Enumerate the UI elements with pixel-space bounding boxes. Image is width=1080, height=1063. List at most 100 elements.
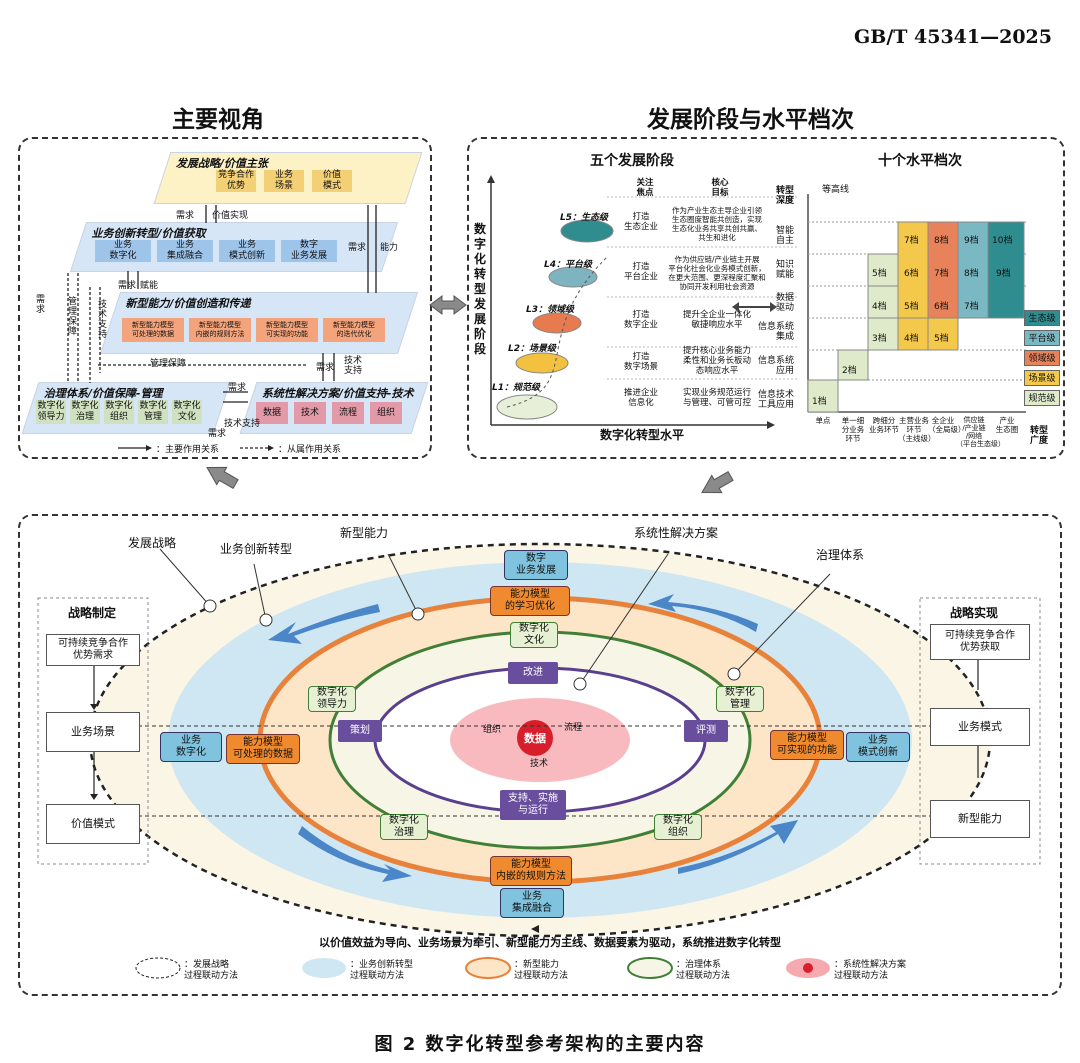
- purple-ring-node: 策划: [338, 720, 382, 742]
- depth-label: 智能 自主: [775, 226, 794, 246]
- depth-label: 知识 赋能: [775, 260, 794, 280]
- flow-label: 管理保障: [68, 297, 78, 337]
- orange-ring-node: 能力模型 可处理的数据: [226, 734, 300, 764]
- breadth-label: 全企业 （全局级）: [928, 416, 966, 434]
- ring-diagram: [37, 542, 1041, 979]
- legend-capability: ：新型能力 过程联动方法: [514, 960, 569, 981]
- flow-label: 需求: [348, 243, 367, 253]
- flow-label: 需求: [36, 295, 46, 315]
- flow-label: 需求: [228, 383, 247, 393]
- core-label: 流程: [564, 723, 583, 733]
- grade-cell: 3档: [872, 334, 887, 344]
- green-ring-node: 数字化 管理: [716, 686, 764, 712]
- depth-label: 信息系统 应用: [757, 356, 794, 376]
- figure-caption: 图 2 数字化转型参考架构的主要内容: [374, 1034, 706, 1055]
- grade-cell: 5档: [934, 334, 949, 344]
- grade-grid: [807, 194, 1026, 413]
- depth-label: 信息系统 集成: [757, 322, 794, 342]
- governance-item: 数字化 领导力: [36, 400, 66, 424]
- flow-label: 管理保障: [150, 359, 187, 369]
- business-item: 业务 数字化: [95, 240, 151, 262]
- flow-label: 能力: [380, 243, 399, 253]
- breadth-label: 单点: [815, 416, 831, 425]
- main-perspective-panel: [18, 137, 432, 459]
- green-ring-node: 数字化 治理: [380, 814, 428, 840]
- purple-ring-node: 改进: [508, 662, 558, 684]
- grade-cell: 7档: [964, 302, 979, 312]
- grade-cell: 1档: [812, 397, 827, 407]
- purple-ring-node: 评测: [684, 720, 728, 742]
- capability-item: 新型能力模型 可实现的功能: [256, 318, 318, 342]
- grade-cell: 5档: [904, 302, 919, 312]
- stage-label: L1：规范级: [492, 383, 540, 393]
- right-box-item: 新型能力: [930, 800, 1030, 838]
- business-item: 业务 集成融合: [157, 240, 213, 262]
- stage-focus: 打造 数字场景: [623, 352, 658, 372]
- flow-label: 价值实现: [212, 211, 249, 221]
- stage-label: L2：场景级: [508, 344, 556, 354]
- flow-label: 需求: [316, 363, 335, 373]
- governance-item: 数字化 组织: [104, 400, 134, 424]
- blue-ring-node: 数字 业务发展: [504, 550, 568, 580]
- strategy-formulation-title: 战略制定: [68, 606, 117, 620]
- contour-label: 等高线: [822, 185, 850, 195]
- grade-cell: 7档: [934, 269, 949, 279]
- orange-ring-node: 能力模型 内嵌的规则方法: [490, 856, 572, 886]
- summary-text: 以价值效益为导向、业务场景为牵引、新型能力为主线、数据要素为驱动，系统推进数字化…: [319, 936, 781, 949]
- flow-label: 赋能: [140, 281, 159, 291]
- left-panel-title: 主要视角: [172, 106, 264, 133]
- green-ring-node: 数字化 领导力: [308, 686, 356, 712]
- stage-chart: [487, 175, 797, 429]
- standard-number: GB/T 45341—2025: [854, 26, 1052, 48]
- legend-strategy: ：发展战略 过程联动方法: [184, 960, 239, 981]
- grade-cell: 9档: [996, 269, 1011, 279]
- left-panel-arrows: [67, 205, 377, 451]
- breadth-label: 单一细 分业务 环节: [841, 416, 865, 443]
- grade-cell: 6档: [904, 269, 919, 279]
- stage-focus: 打造 数字企业: [623, 310, 658, 330]
- stage-goal: 提升全企业一体化 敏捷响应水平: [682, 310, 751, 330]
- grade-cell: 6档: [934, 302, 949, 312]
- grade-x-axis: 转型 广度: [1030, 426, 1049, 446]
- governance-item: 数字化 文化: [172, 400, 202, 424]
- legend-standard: 规范级: [1024, 390, 1060, 406]
- architecture-panel: [18, 514, 1062, 996]
- depth-label: 信息技术 工具应用: [757, 390, 794, 410]
- right-box-item: 可持续竞争合作 优势获取: [930, 624, 1030, 660]
- depth-label: 数据 驱动: [775, 293, 794, 313]
- core-data: 数据: [524, 732, 546, 745]
- capability-item: 新型能力模型 的迭代优化: [323, 318, 385, 342]
- stage-grade-panel: [467, 137, 1065, 459]
- grade-cell: 9档: [964, 236, 979, 246]
- breadth-label: 产业 生态圈: [995, 416, 1019, 434]
- ten-grades-title: 十个水平档次: [878, 153, 962, 169]
- governance-item: 数字化 治理: [70, 400, 100, 424]
- legend-governance: ：治理体系 过程联动方法: [676, 960, 731, 981]
- grade-cell: 8档: [934, 236, 949, 246]
- grade-cell: 4档: [904, 334, 919, 344]
- callout-governance: 治理体系: [816, 548, 865, 562]
- solution-item: 数据: [256, 402, 288, 424]
- stage-goal: 作为产业生态主导企业引领 生态圈度智能共创造，实现 生态化业务共享共创共赢、 共…: [672, 206, 762, 242]
- grade-cell: 2档: [842, 366, 857, 376]
- breadth-label: 跨细分 业务环节: [869, 416, 899, 434]
- grade-y-axis: 转型 深度: [776, 186, 795, 206]
- legend-ecosystem: 生态级: [1024, 310, 1060, 326]
- legend-platform: 平台级: [1024, 330, 1060, 346]
- stage-focus: 推进企业 信息化: [623, 388, 658, 408]
- breadth-label: 供应链 /产业链 /网络 （平台生态级）: [956, 416, 1005, 448]
- legend-scenario: 场景级: [1024, 370, 1060, 386]
- legend-sub-relation: ：从属作用关系: [278, 445, 342, 455]
- legend-business: ：业务创新转型 过程联动方法: [350, 960, 414, 981]
- left-box-item: 可持续竞争合作 优势需求: [46, 634, 140, 666]
- panel-connector-arrows: [206, 466, 734, 494]
- callout-strategy: 发展战略: [128, 536, 177, 550]
- legend-main-relation: ：主要作用关系: [156, 445, 220, 455]
- purple-ring-node: 支持、实施 与运行: [500, 790, 566, 820]
- grade-cell: 7档: [904, 236, 919, 246]
- five-stages-title: 五个发展阶段: [590, 153, 674, 169]
- green-ring-node: 数字化 组织: [654, 814, 702, 840]
- business-item: 业务 模式创新: [219, 240, 275, 262]
- grade-cell: 4档: [872, 302, 887, 312]
- legend-domain: 领域级: [1024, 350, 1060, 366]
